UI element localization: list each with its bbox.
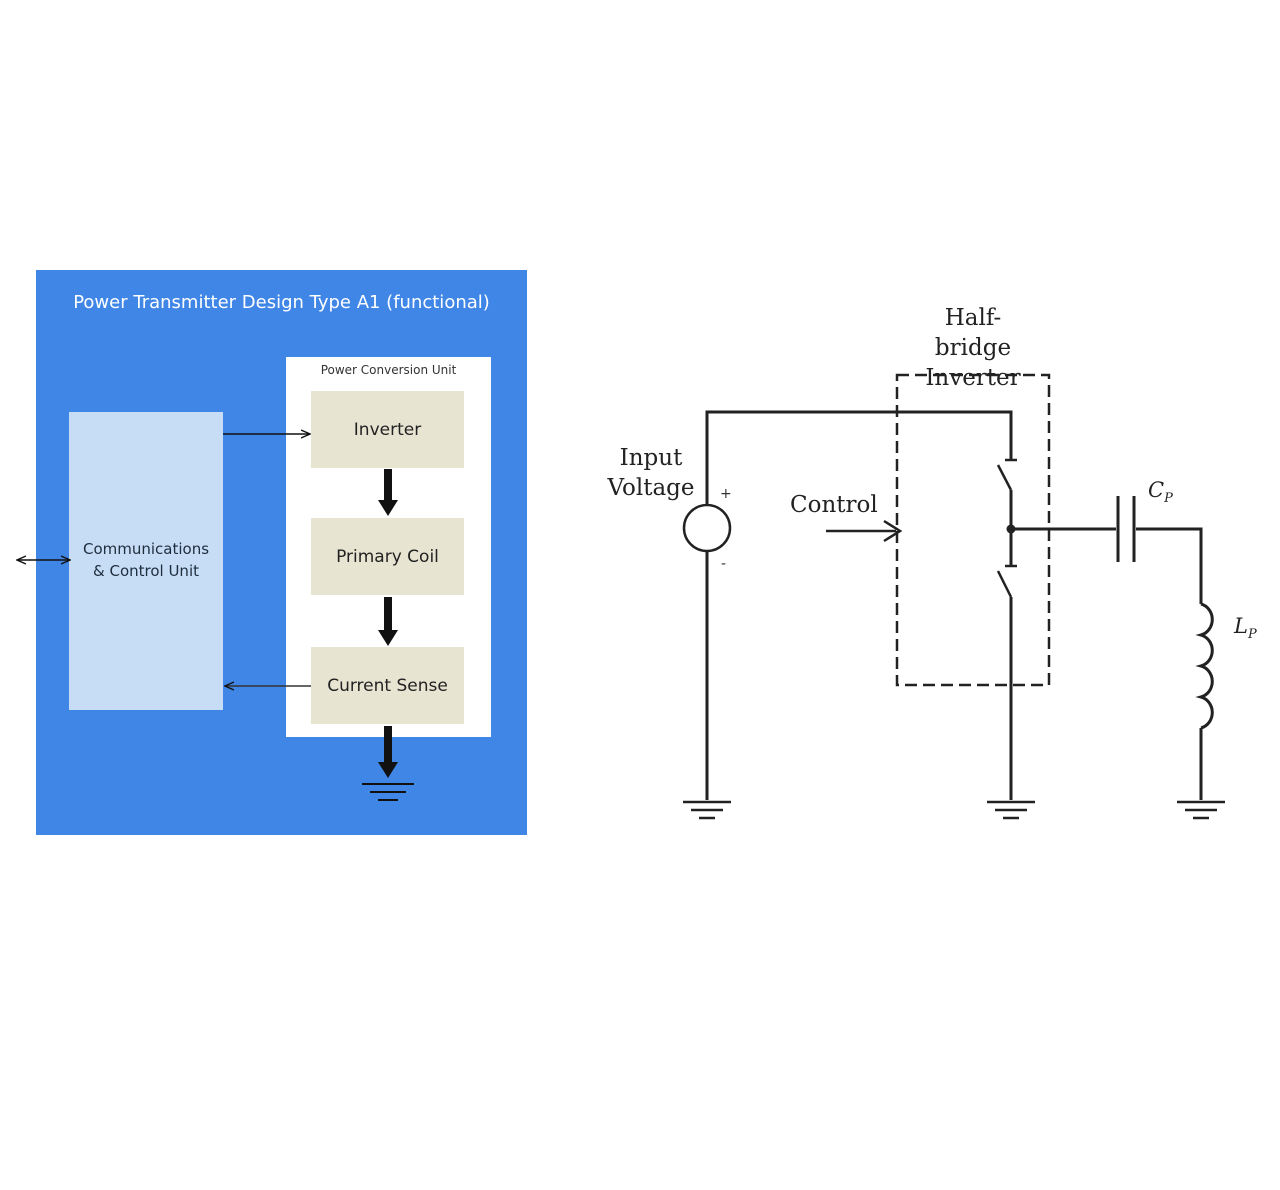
capacitor-label: CP — [1148, 478, 1173, 506]
plus-sign: + — [720, 486, 732, 502]
communications-control-unit: Communications & Control Unit — [69, 412, 223, 710]
control-label: Control — [790, 492, 878, 518]
inductor-label: LP — [1234, 614, 1257, 642]
half-bridge-label: Half-bridge Inverter — [908, 304, 1038, 394]
inductor-symbol: L — [1234, 614, 1248, 638]
half-bridge-label-line2: Inverter — [925, 364, 1021, 391]
voltage-source-icon — [682, 503, 732, 553]
half-bridge-box — [895, 373, 1051, 687]
capacitor-symbol: C — [1148, 478, 1165, 502]
power-transmitter-panel: Power Transmitter Design Type A1 (functi… — [36, 270, 527, 835]
inductor-coil — [1195, 602, 1214, 730]
low-side-switch — [996, 570, 1013, 598]
input-voltage-line1: Input — [619, 445, 683, 471]
primary-coil-stage: Primary Coil — [311, 518, 464, 595]
capacitor-subscript: P — [1164, 491, 1173, 507]
inverter-stage: Inverter — [311, 391, 464, 468]
current-sense-stage: Current Sense — [311, 647, 464, 724]
input-voltage-label: Input Voltage — [604, 444, 698, 504]
power-conversion-unit: Power Conversion Unit Inverter Primary C… — [286, 357, 491, 737]
ccu-label-line1: Communications — [82, 540, 210, 559]
half-bridge-label-line1: Half-bridge — [934, 305, 1012, 361]
inductor-ground-icon — [1177, 800, 1225, 820]
source-ground-icon — [683, 800, 731, 820]
high-side-switch — [996, 464, 1013, 491]
ccu-label-line2: & Control Unit — [93, 562, 199, 580]
diagram-title: Power Transmitter Design Type A1 (functi… — [73, 292, 490, 313]
inverter-ground-icon — [987, 800, 1035, 820]
input-voltage-line2: Voltage — [607, 474, 695, 501]
pcu-label: Power Conversion Unit — [320, 363, 457, 377]
minus-sign: - — [721, 556, 727, 572]
junction-dot — [1006, 524, 1016, 534]
inductor-subscript: P — [1247, 627, 1257, 643]
